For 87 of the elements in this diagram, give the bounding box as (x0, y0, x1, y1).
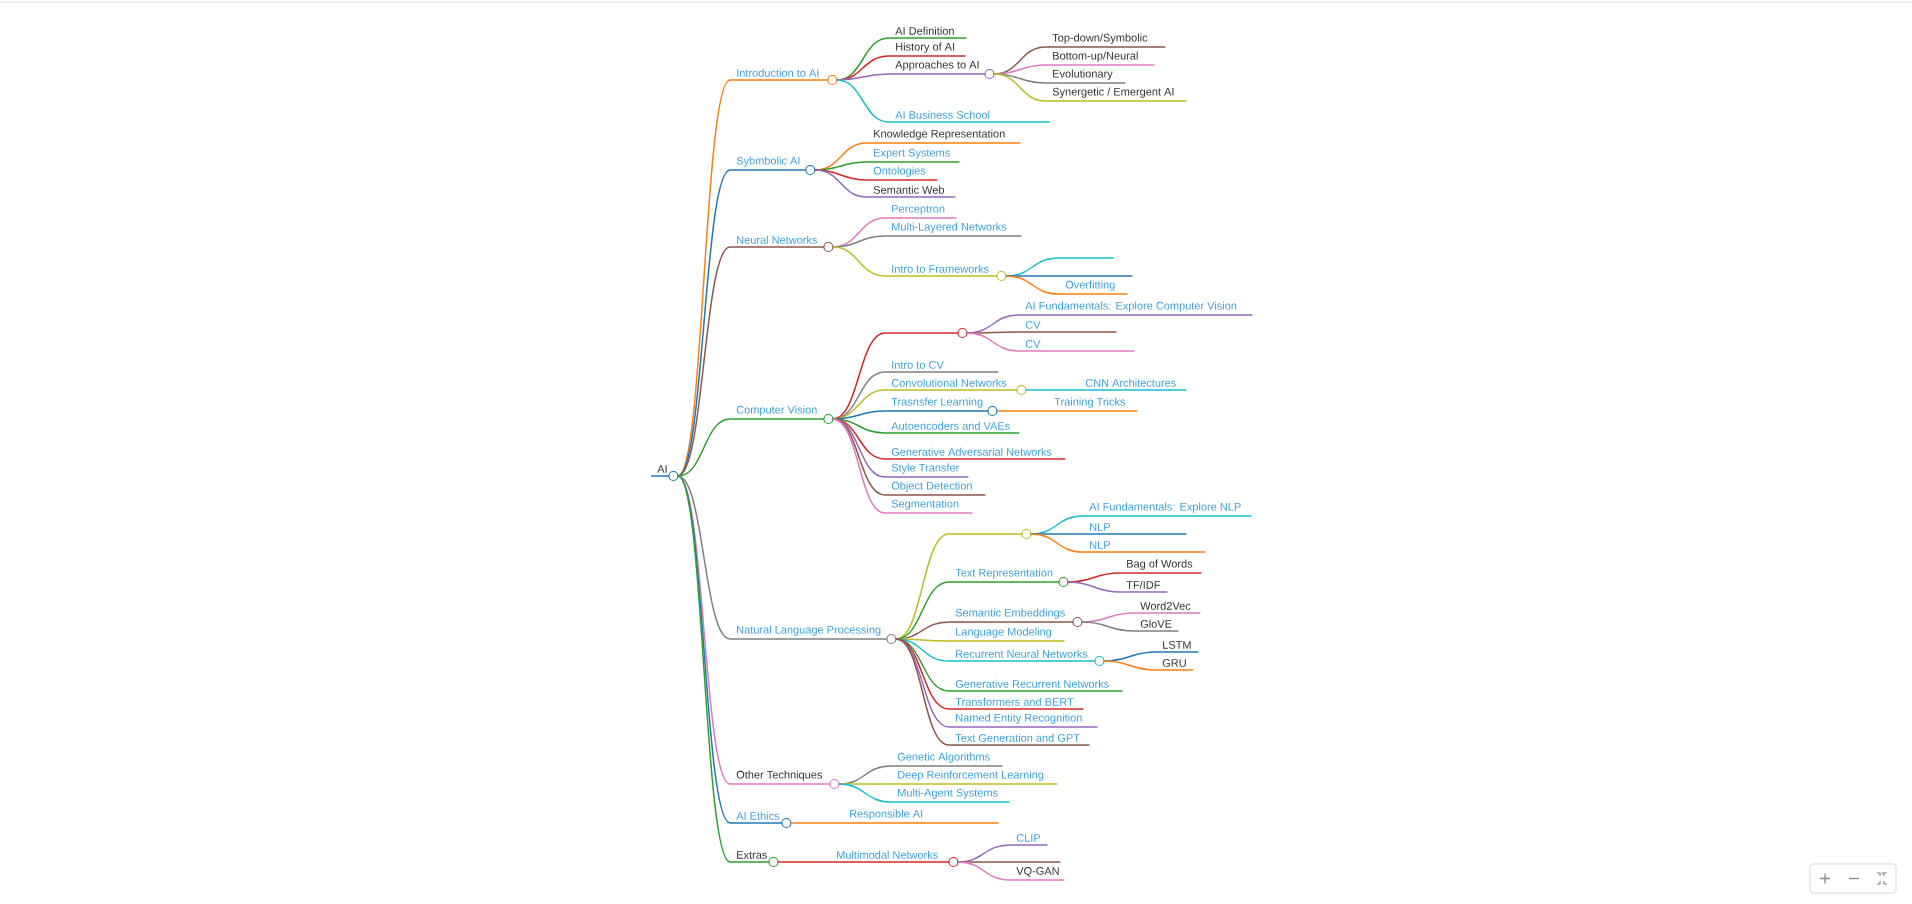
topic-label: Responsible AI (842, 809, 1000, 824)
topic-label: NLP (1082, 541, 1207, 553)
topic-label: Text Representation (948, 568, 1069, 588)
topic-label: Intro to Frameworks (884, 264, 1007, 282)
topic-label: Autoencoders and VAEs (884, 421, 1021, 434)
topic-label: Convolutional Networks (884, 378, 1027, 396)
topic-label: Bag of Words (1119, 559, 1203, 574)
topic-label (948, 528, 1032, 540)
topic-label: Ontologies (866, 166, 939, 181)
topic-label: Training Tricks (1047, 397, 1139, 412)
topic-label: Semantic Embeddings (948, 608, 1083, 628)
branch-line (993, 73, 1047, 102)
topic-label: Evolutionary (1045, 69, 1127, 84)
topic-label: Approaches to AI (888, 60, 995, 80)
branch-line (996, 410, 1049, 412)
topic-label: Multi-Layered Networks (884, 222, 1023, 237)
topic-label: GRU (1155, 659, 1195, 671)
topic-label (884, 327, 968, 339)
branch-line (1067, 581, 1121, 593)
topic-label: CV (1018, 321, 1118, 333)
branch-line (814, 169, 868, 198)
topic-label: Generative Adversarial Networks (884, 447, 1067, 460)
branch-line (1025, 389, 1080, 391)
topic-label: Knowledge Representation (866, 129, 1022, 144)
topic-label: Top-down/Symbolic (1045, 33, 1167, 48)
topic-label: AI Business School (888, 110, 1051, 123)
topic-label: Multi-Agent Systems (890, 788, 1011, 803)
branch-line (777, 861, 831, 863)
topic-label: NLP (1082, 523, 1188, 535)
topic-label: TF/IDF (1119, 580, 1169, 593)
topic-label: Computer Vision (729, 405, 834, 425)
topic-label: Named Entity Recognition (948, 713, 1099, 728)
topic-label: Overfitting (1058, 280, 1129, 295)
branch-line (895, 638, 950, 746)
topic-label: Bottom-up/Neural (1045, 51, 1156, 66)
topic-label: Trasnsfer Learning (884, 397, 998, 417)
topic-label: Expert Systems (866, 148, 961, 163)
branch-line (832, 418, 886, 514)
topic-label: Neural Networks (729, 235, 834, 253)
branch-line (1005, 275, 1060, 295)
branch-line (790, 822, 844, 824)
topic-label: Language Modeling (948, 627, 1066, 642)
topic-label: CNN Architectures (1078, 378, 1188, 391)
topic-label: AI Fundamentals: Explore NLP (1082, 502, 1253, 517)
branch-line (832, 418, 886, 460)
branch-line (836, 79, 890, 123)
topic-label: Intro to CV (884, 361, 1000, 373)
topic-label: Word2Vec (1133, 601, 1202, 614)
topic-label: CV (1018, 340, 1136, 352)
branch-line (832, 246, 886, 277)
topic-label: Perceptron (884, 204, 958, 219)
topic-label: Multimodal Networks (829, 850, 959, 868)
branch-line (1103, 660, 1157, 671)
topic-label: Natural Language Processing (729, 625, 897, 645)
topic-label: AI Definition (888, 26, 968, 39)
topic-label: Style Transfer (884, 463, 970, 478)
topic-label: Recurrent Neural Networks (948, 649, 1105, 667)
branch-line (677, 246, 731, 477)
topic-label: Deep Reinforcement Learning (890, 770, 1059, 785)
branch-line (1030, 533, 1084, 553)
topic-label: History of AI (888, 42, 967, 57)
topic-label: AI Fundamentals: Explore Computer Vision (1018, 301, 1254, 316)
branch-line (838, 783, 892, 803)
topic-label: AI Ethics (729, 811, 792, 829)
topic-label: CLIP (1009, 834, 1049, 846)
branch-line (895, 638, 950, 662)
topic-label: GloVE (1133, 619, 1180, 632)
topic-label: AI (650, 465, 679, 482)
topic-label: Synergetic / Emergent AI (1045, 87, 1188, 102)
branch-line (1081, 621, 1135, 632)
topic-label: Generative Recurrent Networks (948, 679, 1124, 692)
topic-label: Transformers and BERT (948, 697, 1085, 710)
topic-label: Introduction to AI (729, 68, 838, 86)
topic-label: Object Detection (884, 481, 987, 496)
branch-line (677, 418, 731, 477)
topic-label: Text Generation and GPT (948, 733, 1091, 746)
topic-label: LSTM (1155, 641, 1200, 653)
topic-label: Segmentation (884, 499, 974, 514)
topic-label: Other Techniques (729, 770, 840, 790)
topic-label: Sybmbolic AI (729, 156, 816, 176)
branch-line (677, 79, 731, 477)
topic-label: VQ-GAN (1009, 867, 1066, 881)
topic-label: Semantic Web (866, 185, 957, 198)
topic-label: Genetic Algorithms (890, 752, 1004, 767)
branch-line (957, 861, 1011, 881)
branch-line (966, 332, 1020, 352)
topic-label: Extras (729, 851, 779, 868)
